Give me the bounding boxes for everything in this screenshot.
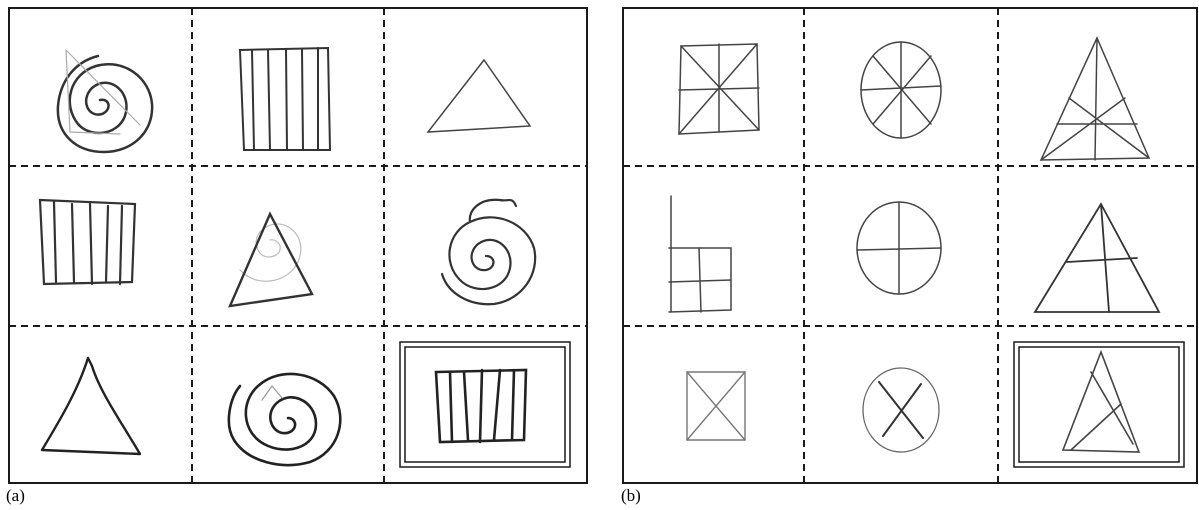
highlight-frame-outer bbox=[1014, 342, 1184, 467]
sketch-triangle bbox=[230, 214, 312, 306]
panel-b: (b) bbox=[621, 0, 1199, 510]
sketch-vertical-lines-square bbox=[240, 48, 330, 150]
sketch-vertical-lines-square bbox=[40, 200, 135, 284]
highlight-frame-inner bbox=[405, 347, 565, 462]
sketch-spiral bbox=[58, 50, 152, 152]
highlight-frame-inner bbox=[1019, 347, 1179, 462]
sketch-spiral bbox=[442, 200, 535, 304]
sketch-square-with-x bbox=[687, 372, 745, 440]
panel-a-grid bbox=[0, 0, 590, 485]
sketch-circle-with-x bbox=[863, 368, 939, 452]
sketch-triangle bbox=[428, 60, 530, 132]
panel-b-frame bbox=[623, 8, 1197, 483]
sketch-triangle-with-x bbox=[1063, 352, 1139, 452]
panel-b-caption: (b) bbox=[621, 486, 641, 506]
sketch-square-with-eight-spokes bbox=[679, 44, 759, 134]
sketch-spiral bbox=[229, 374, 340, 465]
panel-a: (a) bbox=[0, 0, 590, 510]
panel-a-caption: (a) bbox=[6, 486, 25, 506]
sketch-triangle bbox=[42, 358, 140, 454]
sketch-square-with-cross bbox=[669, 196, 731, 312]
sketch-triangle-with-cross bbox=[1035, 204, 1159, 312]
sketch-vertical-lines-square bbox=[436, 370, 526, 442]
sketch-circle-with-eight-spokes bbox=[861, 42, 941, 138]
panel-b-grid bbox=[621, 0, 1199, 485]
highlight-frame-outer bbox=[400, 342, 570, 467]
sketch-circle-with-cross bbox=[857, 202, 941, 294]
sketch-triangle-with-six-spokes bbox=[1041, 38, 1149, 160]
